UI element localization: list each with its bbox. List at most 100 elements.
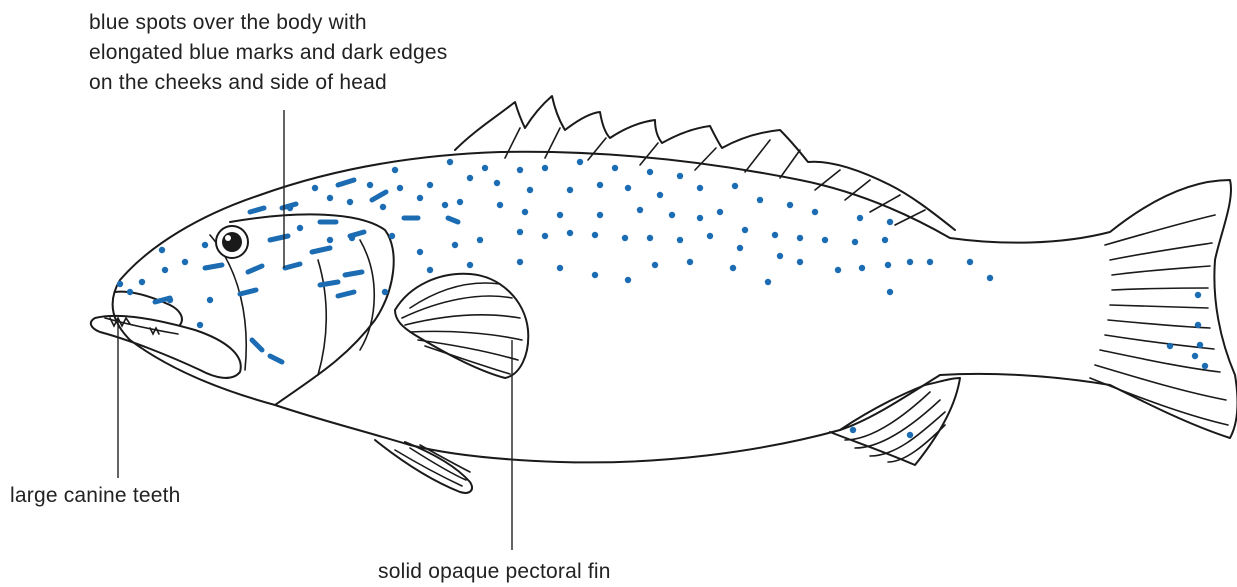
blue-spot <box>162 267 168 273</box>
blue-spot <box>477 237 483 243</box>
blue-spot <box>567 230 573 236</box>
blue-mark <box>252 340 262 350</box>
blue-spot <box>482 165 488 171</box>
blue-spot <box>732 183 738 189</box>
blue-spot <box>697 185 703 191</box>
blue-spot <box>907 432 913 438</box>
blue-spot <box>380 204 386 210</box>
dorsal-fin <box>455 96 955 230</box>
blue-spot <box>517 259 523 265</box>
blue-spot <box>777 253 783 259</box>
blue-spot <box>812 209 818 215</box>
blue-spot <box>557 265 563 271</box>
blue-mark <box>248 266 262 272</box>
blue-spot <box>467 262 473 268</box>
blue-mark <box>205 265 222 268</box>
blue-spot <box>1195 292 1201 298</box>
blue-spot <box>850 427 856 433</box>
blue-spot <box>527 187 533 193</box>
blue-spot <box>1192 353 1198 359</box>
blue-spot <box>382 289 388 295</box>
blue-spot <box>757 197 763 203</box>
blue-spot <box>882 237 888 243</box>
blue-mark <box>240 290 256 294</box>
blue-spot <box>717 209 723 215</box>
blue-spot <box>497 202 503 208</box>
blue-spot <box>517 167 523 173</box>
eye-icon <box>216 226 248 258</box>
blue-spot <box>557 212 563 218</box>
blue-spot <box>1167 343 1173 349</box>
blue-spot <box>967 259 973 265</box>
blue-mark <box>338 180 354 185</box>
blue-spot <box>427 182 433 188</box>
blue-spot <box>772 232 778 238</box>
annotation-spots: blue spots over the body with elongated … <box>89 8 447 98</box>
blue-spot <box>887 219 893 225</box>
annotation-pectoral-fin: solid opaque pectoral fin <box>378 557 611 587</box>
blue-spot <box>542 165 548 171</box>
anal-fin <box>830 378 960 465</box>
blue-spot <box>625 277 631 283</box>
blue-spot <box>127 289 133 295</box>
blue-spot <box>885 262 891 268</box>
blue-spot <box>447 159 453 165</box>
blue-spot <box>542 233 548 239</box>
blue-spot <box>859 265 865 271</box>
blue-spot <box>347 199 353 205</box>
blue-spot <box>202 242 208 248</box>
blue-spot <box>182 259 188 265</box>
blue-spot <box>622 235 628 241</box>
blue-spot <box>677 237 683 243</box>
blue-spot <box>494 180 500 186</box>
blue-spot <box>742 227 748 233</box>
blue-spot <box>687 259 693 265</box>
tail-fin-rays <box>1090 215 1228 425</box>
blue-mark <box>270 236 288 240</box>
blue-spot <box>637 207 643 213</box>
blue-spot <box>907 259 913 265</box>
blue-spot <box>592 272 598 278</box>
blue-mark <box>448 218 458 222</box>
annotation-spots-line-2: elongated blue marks and dark edges <box>89 38 447 68</box>
blue-spot <box>327 237 333 243</box>
blue-spot <box>522 209 528 215</box>
blue-spot <box>207 297 213 303</box>
blue-spot <box>730 265 736 271</box>
blue-spot <box>327 195 333 201</box>
blue-spot <box>417 195 423 201</box>
blue-spot <box>657 192 663 198</box>
blue-spot <box>1202 363 1208 369</box>
blue-spot <box>427 267 433 273</box>
blue-spot <box>577 159 583 165</box>
blue-spot <box>397 185 403 191</box>
blue-spot <box>987 275 993 281</box>
blue-spot <box>367 182 373 188</box>
blue-spot <box>139 279 145 285</box>
blue-spot <box>647 235 653 241</box>
blue-spot <box>297 225 303 231</box>
blue-spot <box>852 239 858 245</box>
blue-spot <box>597 212 603 218</box>
blue-spot <box>737 245 743 251</box>
blue-mark <box>312 248 330 252</box>
blue-spot <box>835 267 841 273</box>
blue-spot <box>927 259 933 265</box>
blue-spot <box>677 173 683 179</box>
blue-mark <box>350 232 364 236</box>
pectoral-fin <box>395 274 528 378</box>
blue-mark <box>250 208 264 212</box>
blue-spot <box>457 199 463 205</box>
blue-spot <box>197 322 203 328</box>
blue-mark <box>372 192 386 200</box>
blue-spot <box>452 242 458 248</box>
blue-spot <box>597 182 603 188</box>
blue-spot <box>765 279 771 285</box>
annotation-spots-line-1: blue spots over the body with <box>89 8 447 38</box>
blue-spot <box>669 212 675 218</box>
blue-spot <box>392 167 398 173</box>
annotation-spots-line-3: on the cheeks and side of head <box>89 68 447 98</box>
blue-spot <box>887 289 893 295</box>
blue-spot <box>797 259 803 265</box>
